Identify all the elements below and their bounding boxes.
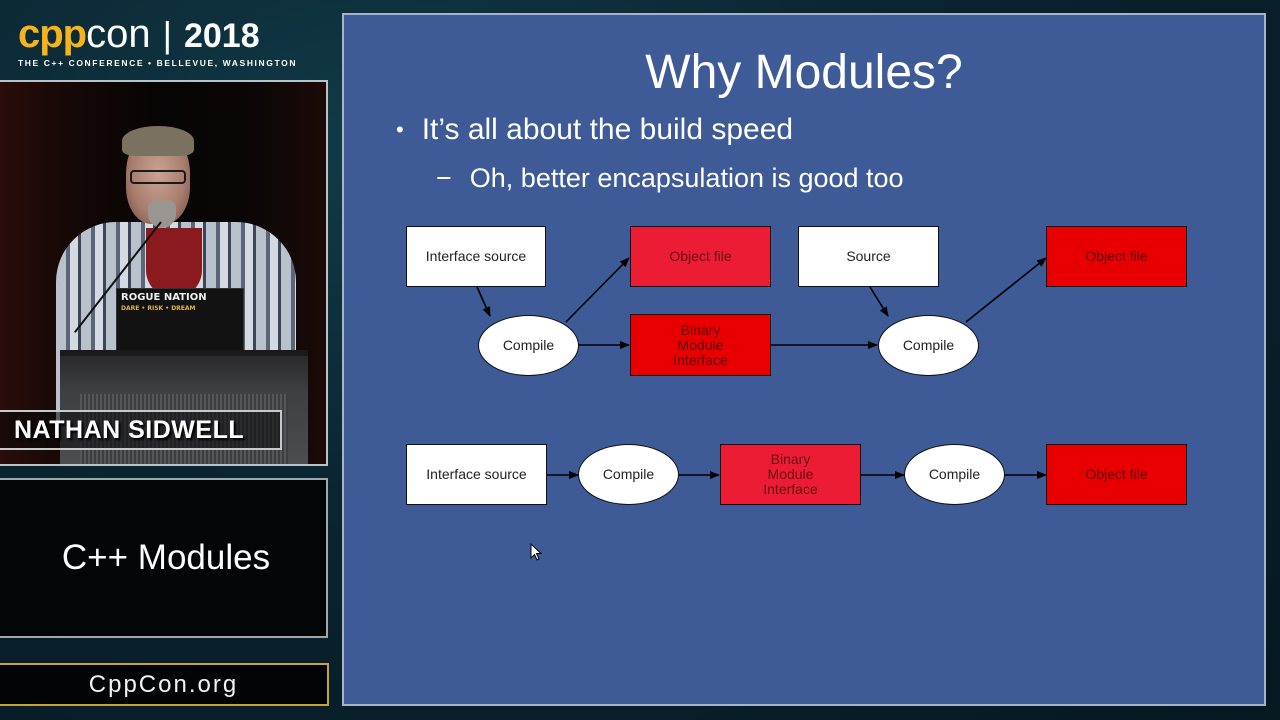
node-label-line: Interface — [673, 351, 728, 368]
node-label: Compile — [928, 466, 981, 482]
talk-title: C++ Modules — [61, 538, 271, 577]
node-label-line: Module — [677, 336, 724, 353]
node-label: Compile — [502, 337, 555, 353]
mouse-cursor-icon — [530, 543, 542, 561]
sub-bullet-item: − Oh, better encapsulation is good too — [436, 163, 904, 194]
speaker-laptop: ROGUE NATION DARE • RISK • DREAM — [116, 288, 244, 352]
node-label: Interface source — [425, 248, 527, 264]
node-label: Interface source — [426, 466, 527, 482]
laptop-sticker-text: ROGUE NATION — [121, 292, 207, 303]
node-label-line: Interface — [763, 481, 818, 497]
slide-title: Why Modules? — [344, 45, 1264, 100]
speaker-video: ROGUE NATION DARE • RISK • DREAM NATHAN … — [0, 80, 328, 466]
node-label: Object file — [1085, 466, 1148, 482]
arrow-source-to-compile — [869, 286, 889, 317]
node-compile-2: Compile — [878, 315, 979, 376]
node-label: Compile — [602, 466, 655, 482]
arrow-compile-to-object2 — [965, 257, 1047, 323]
speaker-name-plate: NATHAN SIDWELL — [0, 410, 282, 450]
node-label: Object file — [669, 248, 732, 264]
node-label: Source — [846, 248, 891, 264]
node-object-file: Object file — [630, 226, 771, 287]
logo-tagline: THE C++ CONFERENCE • BELLEVUE, WASHINGTO… — [18, 58, 298, 68]
logo-con-text: con — [86, 12, 151, 56]
node-b-compile: Compile — [578, 444, 679, 505]
arrow-compile-to-object — [565, 257, 630, 323]
node-binary-module-interface: Binary Module Interface — [630, 314, 771, 376]
node-label: Compile — [902, 337, 955, 353]
node-b-binary-module-interface: Binary Module Interface — [720, 444, 861, 505]
speaker-glasses — [130, 170, 186, 184]
logo-year: 2018 — [183, 17, 260, 55]
bullet-dot-icon: • — [396, 117, 404, 142]
node-label-line: Binary — [680, 321, 721, 338]
node-compile: Compile — [478, 315, 579, 376]
node-label: Object file — [1085, 248, 1148, 264]
presentation-slide: Why Modules? • It’s all about the build … — [342, 13, 1266, 706]
website-box: CppCon.org — [0, 663, 329, 706]
node-interface-source: Interface source — [406, 226, 546, 287]
talk-title-box: C++ Modules — [0, 478, 328, 638]
arrow-interface-to-compile — [476, 286, 491, 317]
laptop-sticker-subtext: DARE • RISK • DREAM — [121, 305, 196, 312]
speaker-red-tshirt — [146, 228, 202, 298]
bullet-text: It’s all about the build speed — [421, 113, 794, 146]
node-b-compile-2: Compile — [904, 444, 1005, 505]
node-label-line: Module — [767, 466, 814, 482]
sub-bullet-text: Oh, better encapsulation is good too — [469, 163, 904, 193]
node-object-file-2: Object file — [1046, 226, 1187, 287]
node-b-interface-source: Interface source — [406, 444, 547, 505]
bullet-item: • It’s all about the build speed — [396, 113, 793, 147]
website-url: CppCon.org — [88, 670, 239, 698]
cppcon-logo: cpp con | 2018 THE C++ CONFERENCE • BELL… — [18, 12, 318, 68]
logo-separator: | — [162, 14, 172, 55]
node-source: Source — [798, 226, 939, 287]
logo-cpp-text: cpp — [18, 12, 87, 56]
node-b-object-file: Object file — [1046, 444, 1187, 505]
speaker-beard — [148, 200, 176, 228]
slide-title-text: Why Modules? — [645, 46, 963, 99]
sub-bullet-dash-icon: − — [436, 163, 452, 193]
node-label-line: Binary — [770, 451, 811, 467]
speaker-hair — [122, 126, 194, 156]
speaker-name: NATHAN SIDWELL — [14, 415, 245, 444]
